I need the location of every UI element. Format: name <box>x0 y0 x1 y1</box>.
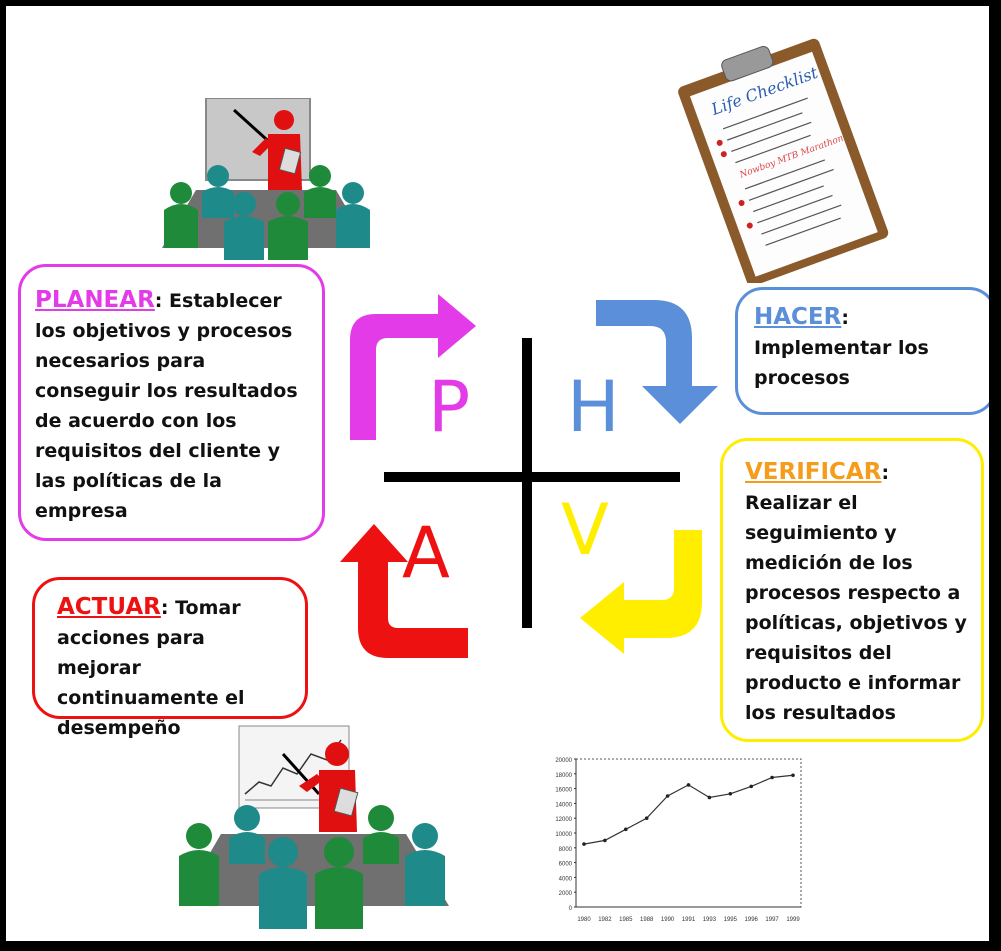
planear-colon: : <box>154 290 163 312</box>
actuar-line-2: continuamente el <box>57 687 245 709</box>
chart-x-tick-label: 1980 <box>577 917 591 923</box>
verificar-colon: : <box>881 462 890 484</box>
planear-line-6: las políticas de la <box>35 470 222 492</box>
letter-a: A <box>402 512 450 594</box>
planear-line-1: los objetivos y procesos <box>35 320 293 342</box>
chart-x-tick-label: 1997 <box>765 917 779 923</box>
meeting-presentation-illustration <box>162 98 370 260</box>
chart-data-point <box>791 773 795 778</box>
verificar-line-1: seguimiento y <box>745 522 897 544</box>
actuar-line-0: Tomar <box>175 597 241 619</box>
chart-x-tick-label: 1995 <box>724 917 738 923</box>
chart-y-tick-label: 12000 <box>555 817 572 823</box>
verificar-line-2: medición de los <box>745 552 913 574</box>
letter-h: H <box>567 366 620 448</box>
chart-data-point <box>686 783 691 787</box>
chart-y-tick-label: 20000 <box>555 758 572 764</box>
actuar-heading: ACTUAR <box>57 594 161 620</box>
verificar-line-7: los resultados <box>745 702 896 724</box>
planear-heading: PLANEAR <box>35 287 155 313</box>
chart-x-tick-label: 1999 <box>786 917 800 923</box>
chart-frame <box>575 758 802 908</box>
chart-data-point <box>749 784 753 789</box>
planear-box: PLANEAR: Establecer los objetivos y proc… <box>18 264 325 541</box>
chart-data-point <box>770 775 774 780</box>
line-chart: 2000018000160001400012000100008000600040… <box>555 758 802 923</box>
verificar-line-6: producto e informar <box>745 672 961 694</box>
clipboard-checklist-icon: Life Checklist Nowboy MTB Marathon <box>678 38 889 283</box>
hacer-line-0: Implementar los <box>754 337 929 359</box>
letter-p: P <box>428 366 471 448</box>
planear-line-5: requisitos del cliente y <box>35 440 281 462</box>
chart-x-tick-label: 1988 <box>640 917 654 923</box>
chart-data-point <box>582 842 586 846</box>
chart-y-tick-label: 10000 <box>555 832 572 838</box>
hacer-box: HACER: Implementar los procesos <box>735 287 989 415</box>
hacer-arrow <box>596 300 718 424</box>
verificar-arrow <box>580 530 702 654</box>
actuar-line-1: acciones para mejorar <box>57 627 205 679</box>
chart-data-point <box>644 816 649 820</box>
pdca-diagram: Life Checklist Nowboy MTB Marathon P H V <box>6 6 989 941</box>
verificar-heading: VERIFICAR <box>745 459 882 485</box>
chart-x-tick-label: 1990 <box>661 917 675 923</box>
actuar-line-3: desempeño <box>57 717 181 739</box>
planear-line-0: Establecer <box>169 290 282 312</box>
verificar-line-5: requisitos del <box>745 642 892 664</box>
chart-data-point <box>707 795 712 800</box>
planear-line-4: de acuerdo con los <box>35 410 237 432</box>
verificar-line-3: procesos respecto a <box>745 582 961 604</box>
meeting-chart-illustration <box>179 725 449 929</box>
actuar-arrow <box>340 524 468 658</box>
chart-y-tick-label: 16000 <box>555 788 572 794</box>
actuar-box: ACTUAR: Tomar acciones para mejorar cont… <box>32 577 308 739</box>
chart-y-tick-label: 14000 <box>555 802 572 808</box>
chart-data-point <box>665 794 670 798</box>
pdca-cross <box>384 338 680 628</box>
planear-line-3: conseguir los resultados <box>35 380 298 402</box>
chart-y-tick-label: 4000 <box>559 876 573 882</box>
hacer-heading: HACER <box>754 304 842 330</box>
chart-x-tick-label: 1982 <box>598 917 612 923</box>
chart-y-tick-label: 0 <box>569 906 573 912</box>
chart-data-point <box>728 791 733 796</box>
verificar-line-4: políticas, objetivos y <box>745 612 967 634</box>
verificar-line-0: Realizar el <box>745 492 858 514</box>
chart-y-tick-label: 2000 <box>559 891 573 897</box>
chart-y-tick-label: 8000 <box>559 847 573 853</box>
planear-arrow <box>350 294 476 440</box>
chart-y-tick-label: 18000 <box>555 773 572 779</box>
chart-y-tick-label: 6000 <box>559 862 573 868</box>
chart-data-point <box>624 827 628 832</box>
chart-x-tick-label: 1993 <box>703 917 717 923</box>
chart-data-point <box>603 838 607 843</box>
hacer-colon: : <box>841 307 849 329</box>
planear-line-7: empresa <box>35 500 128 522</box>
chart-x-tick-label: 1991 <box>682 917 696 923</box>
verificar-box: VERIFICAR: Realizar el seguimiento y med… <box>720 438 984 742</box>
hacer-line-1: procesos <box>754 367 850 389</box>
actuar-colon: : <box>160 597 169 619</box>
chart-x-tick-label: 1985 <box>619 917 633 923</box>
planear-line-2: necesarios para <box>35 350 206 372</box>
chart-x-tick-label: 1996 <box>745 917 759 923</box>
letter-v: V <box>561 489 609 571</box>
